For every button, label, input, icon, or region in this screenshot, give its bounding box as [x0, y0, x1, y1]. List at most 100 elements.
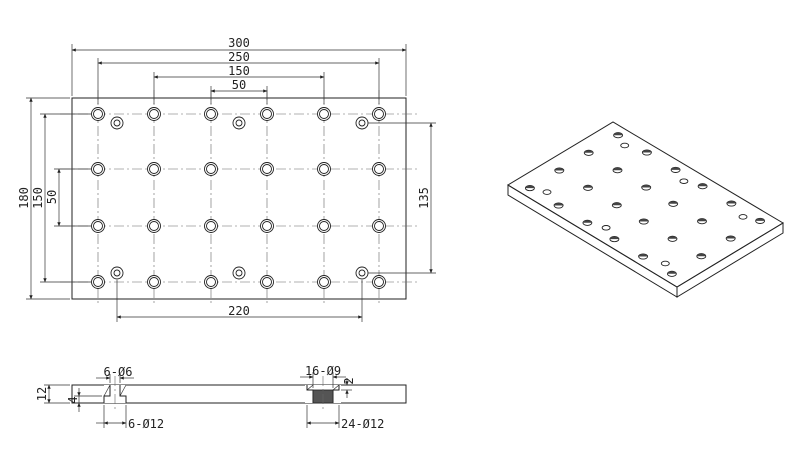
iso-hole-shadow — [554, 202, 564, 206]
iso-hole-shadow — [639, 218, 649, 222]
through-hole — [93, 277, 103, 287]
through-hole — [374, 221, 384, 231]
dim-135-label: 135 — [417, 187, 431, 209]
dimension-250: 250 — [97, 50, 380, 104]
callout-24-d12: 24-Ø12 — [306, 405, 384, 431]
through-hole — [262, 277, 272, 287]
iso-hole-shadow — [582, 220, 592, 223]
iso-hole-shadow — [584, 150, 594, 153]
small-through-hole — [113, 269, 121, 277]
iso-hole-shadow — [698, 183, 708, 187]
through-hole — [206, 164, 216, 174]
through-hole — [93, 164, 103, 174]
plate-outline — [71, 97, 407, 300]
dim-150-label: 150 — [228, 64, 250, 78]
dimension-depth-2: 2 — [341, 377, 356, 398]
through-hole — [262, 164, 272, 174]
dim-vert-50-label: 50 — [45, 190, 59, 204]
through-hole — [262, 109, 272, 119]
iso-side-face — [676, 222, 784, 298]
iso-hole-shadow — [613, 167, 622, 171]
through-hole — [206, 109, 216, 119]
dim-220-label: 220 — [228, 304, 250, 318]
callout-6-d12: 6-Ø12 — [96, 405, 164, 431]
iso-hole-shadow — [668, 201, 678, 204]
small-through-hole — [358, 119, 366, 127]
iso-small-hole — [620, 142, 630, 149]
iso-small-hole — [542, 189, 552, 195]
dim-vert-150-label: 150 — [31, 187, 45, 209]
dimension-150: 150 — [153, 64, 325, 104]
iso-top-face — [507, 121, 784, 288]
dimension-220: 220 — [116, 280, 363, 322]
through-hole — [319, 221, 329, 231]
dimension-vert-50: 50 — [45, 168, 92, 227]
iso-hole-shadow — [697, 218, 707, 222]
small-through-hole — [358, 269, 366, 277]
dimension-50: 50 — [210, 78, 268, 104]
iso-hole-shadow — [641, 184, 651, 188]
dim-180-label: 180 — [17, 187, 31, 209]
through-hole — [93, 109, 103, 119]
dimension-vert-150: 150 — [31, 113, 92, 283]
callout-6-d6: 6-Ø6 — [96, 365, 134, 383]
through-hole — [374, 164, 384, 174]
dim-250-label: 250 — [228, 50, 250, 64]
through-hole — [206, 277, 216, 287]
callout-6-d12-label: 6-Ø12 — [128, 417, 164, 431]
dimension-135: 135 — [368, 122, 436, 274]
dim-4-label: 4 — [66, 396, 80, 403]
callout-6-d6-label: 6-Ø6 — [104, 365, 133, 379]
isometric-view — [507, 121, 784, 298]
dim-300-label: 300 — [228, 36, 250, 50]
through-hole — [206, 221, 216, 231]
through-hole — [319, 277, 329, 287]
iso-hole-shadow — [612, 202, 622, 206]
through-hole — [93, 221, 103, 231]
through-hole — [262, 221, 272, 231]
iso-hole-shadow — [554, 167, 564, 171]
section-view: 12 4 2 6-Ø6 — [35, 364, 407, 431]
iso-front-face — [507, 184, 678, 298]
dimension-300: 300 — [71, 36, 407, 96]
dim-12-label: 12 — [35, 387, 49, 401]
iso-hole-shadow — [642, 149, 652, 153]
iso-hole-shadow — [525, 185, 535, 189]
through-hole — [319, 109, 329, 119]
iso-hole-shadow — [613, 132, 623, 136]
iso-hole-shadow — [696, 253, 706, 257]
hole-pattern — [91, 107, 386, 289]
iso-hole-shadow — [668, 236, 677, 239]
dim-2-label: 2 — [342, 377, 356, 384]
iso-hole-shadow — [667, 271, 677, 274]
iso-hole-shadow — [726, 235, 736, 239]
through-hole — [149, 164, 159, 174]
dimension-180: 180 — [17, 97, 70, 300]
top-view: 300 250 150 50 180 — [17, 36, 436, 322]
through-hole — [149, 221, 159, 231]
section-hole-small — [103, 376, 127, 412]
through-hole — [149, 277, 159, 287]
section-plate — [71, 384, 407, 404]
dim-50-label: 50 — [232, 78, 246, 92]
iso-hole-pattern — [524, 132, 766, 277]
iso-small-hole — [738, 214, 748, 220]
callout-24-d12-label: 24-Ø12 — [341, 417, 384, 431]
dimension-depth-4: 4 — [66, 388, 102, 412]
through-hole — [149, 109, 159, 119]
small-through-hole — [113, 119, 121, 127]
dimension-thickness-12: 12 — [35, 384, 70, 404]
small-through-hole — [235, 119, 243, 127]
through-hole — [374, 277, 384, 287]
iso-small-hole — [601, 225, 611, 231]
iso-small-hole — [679, 178, 689, 184]
center-lines — [60, 90, 420, 306]
iso-hole-shadow — [609, 236, 619, 240]
through-hole — [374, 109, 384, 119]
iso-hole-shadow — [583, 185, 593, 188]
callout-16-d9: 16-Ø9 — [300, 364, 346, 388]
section-hole-large — [305, 376, 341, 412]
through-hole — [319, 164, 329, 174]
iso-small-hole — [660, 260, 670, 267]
